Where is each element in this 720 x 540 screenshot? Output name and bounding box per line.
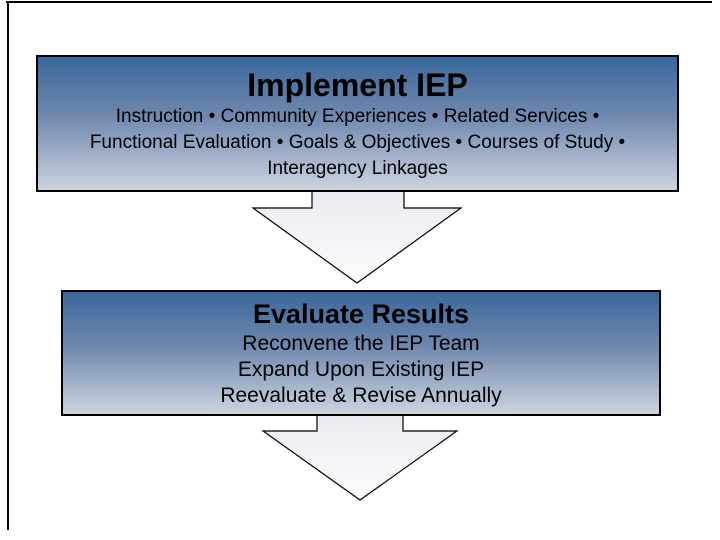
step-detail-line: Expand Upon Existing IEP (237, 358, 485, 381)
step-detail-line: Interagency Linkages (267, 157, 448, 179)
slide-border-top (6, 1, 712, 3)
step-detail-line: Functional Evaluation • Goals & Objectiv… (89, 131, 626, 153)
step-title: Implement IEP (247, 66, 468, 103)
step-detail-line: Reevaluate & Revise Annually (220, 384, 502, 407)
step-detail-line: Reconvene the IEP Team (242, 332, 480, 355)
step-detail-line: Instruction • Community Experiences • Re… (115, 105, 600, 127)
down-arrow-icon (251, 190, 463, 284)
slide-border-left (7, 1, 9, 530)
step-title: Evaluate Results (252, 299, 470, 329)
step-box-implement-iep: Implement IEP Instruction • Community Ex… (36, 55, 679, 192)
step-box-evaluate-results: Evaluate Results Reconvene the IEP Team … (61, 290, 661, 416)
down-arrow-icon (261, 414, 459, 501)
